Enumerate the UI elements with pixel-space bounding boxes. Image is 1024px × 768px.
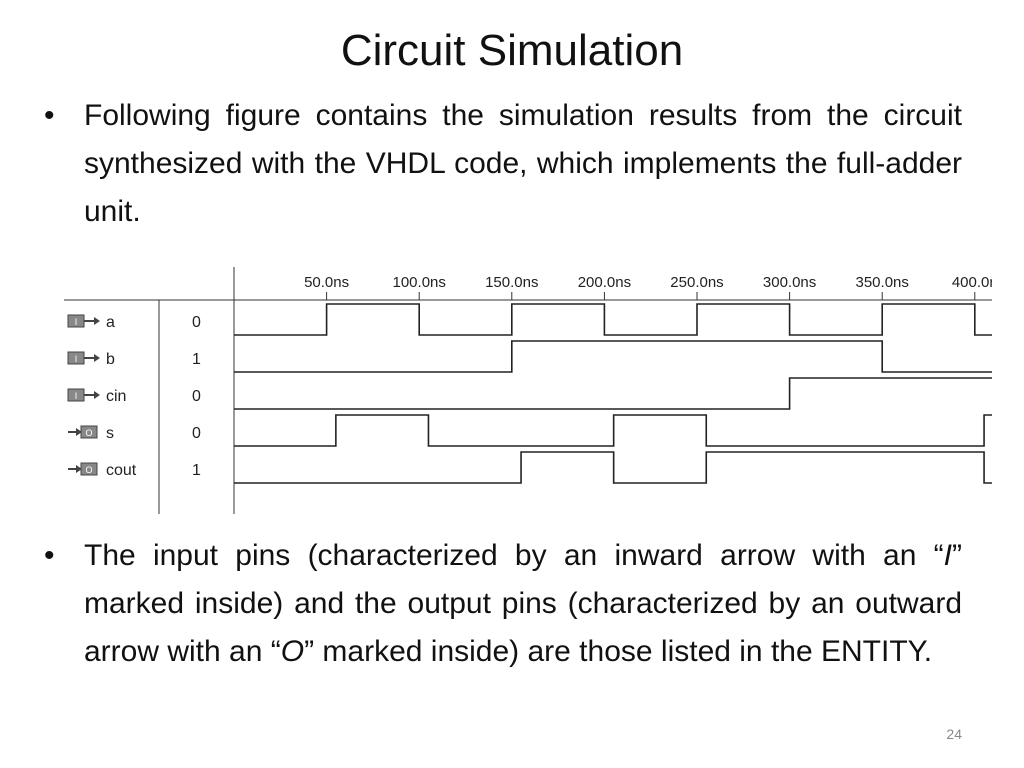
signal-name: s (106, 425, 114, 442)
page-number: 24 (946, 726, 962, 742)
bullet-2-part-3: ” marked inside) are those listed in the… (304, 635, 933, 668)
bullet-2-part-1: The input pins (characterized by an inwa… (84, 539, 944, 572)
signal-waveform (234, 414, 992, 447)
time-label: 100.0ns (393, 274, 446, 291)
pin-letter: O (85, 465, 92, 475)
output-pin-icon: O (68, 425, 98, 439)
bullet-item-1: • Following figure contains the simulati… (44, 92, 962, 236)
signal-name: b (106, 351, 115, 368)
time-label: 250.0ns (670, 274, 723, 291)
signal-value: 0 (192, 388, 201, 405)
signal-waveform (234, 377, 992, 410)
slide-title: Circuit Simulation (340, 26, 684, 75)
bullet-dot: • (44, 539, 55, 572)
bullet-2-italic-i: I (943, 539, 952, 572)
bullet-dot: • (44, 99, 55, 132)
signal-value: 1 (192, 351, 201, 368)
signal-waveform (234, 451, 992, 484)
time-label: 400.0n (952, 274, 992, 291)
time-label: 200.0ns (578, 274, 631, 291)
signal-name: cout (106, 462, 137, 479)
input-pin-icon: I (67, 388, 100, 402)
pin-letter: I (75, 391, 78, 401)
input-pin-icon: I (67, 314, 100, 328)
time-label: 300.0ns (763, 274, 816, 291)
signal-value: 1 (192, 462, 201, 479)
time-label: 150.0ns (485, 274, 538, 291)
waveform-diagram: 50.0ns 100.0ns 150.0ns 200.0ns 250.0ns 300.0n… (64, 267, 992, 514)
signal-name: a (106, 314, 115, 331)
pin-letter: I (75, 317, 78, 327)
signal-value: 0 (192, 425, 201, 442)
time-label: 50.0ns (304, 274, 349, 291)
bullet-item-2: • The input pins (characterized by an in… (44, 532, 962, 676)
signal-waveform (234, 340, 992, 373)
bullet-2-part-2: ” marked inside) and the output pins (ch… (84, 539, 962, 668)
pin-letter: I (75, 354, 78, 364)
pin-letter: O (85, 428, 92, 438)
bullet-2-text: The input pins (characterized by an inwa… (84, 532, 962, 676)
input-pin-icon: I (67, 351, 100, 365)
signal-waveform (234, 303, 992, 336)
bullet-2-italic-o: O (280, 635, 305, 668)
output-pin-icon: O (68, 462, 98, 476)
signal-name: cin (106, 388, 126, 405)
time-label: 350.0ns (856, 274, 909, 291)
bullet-1-text: Following figure contains the simulation… (84, 99, 962, 228)
signal-value: 0 (192, 314, 201, 331)
